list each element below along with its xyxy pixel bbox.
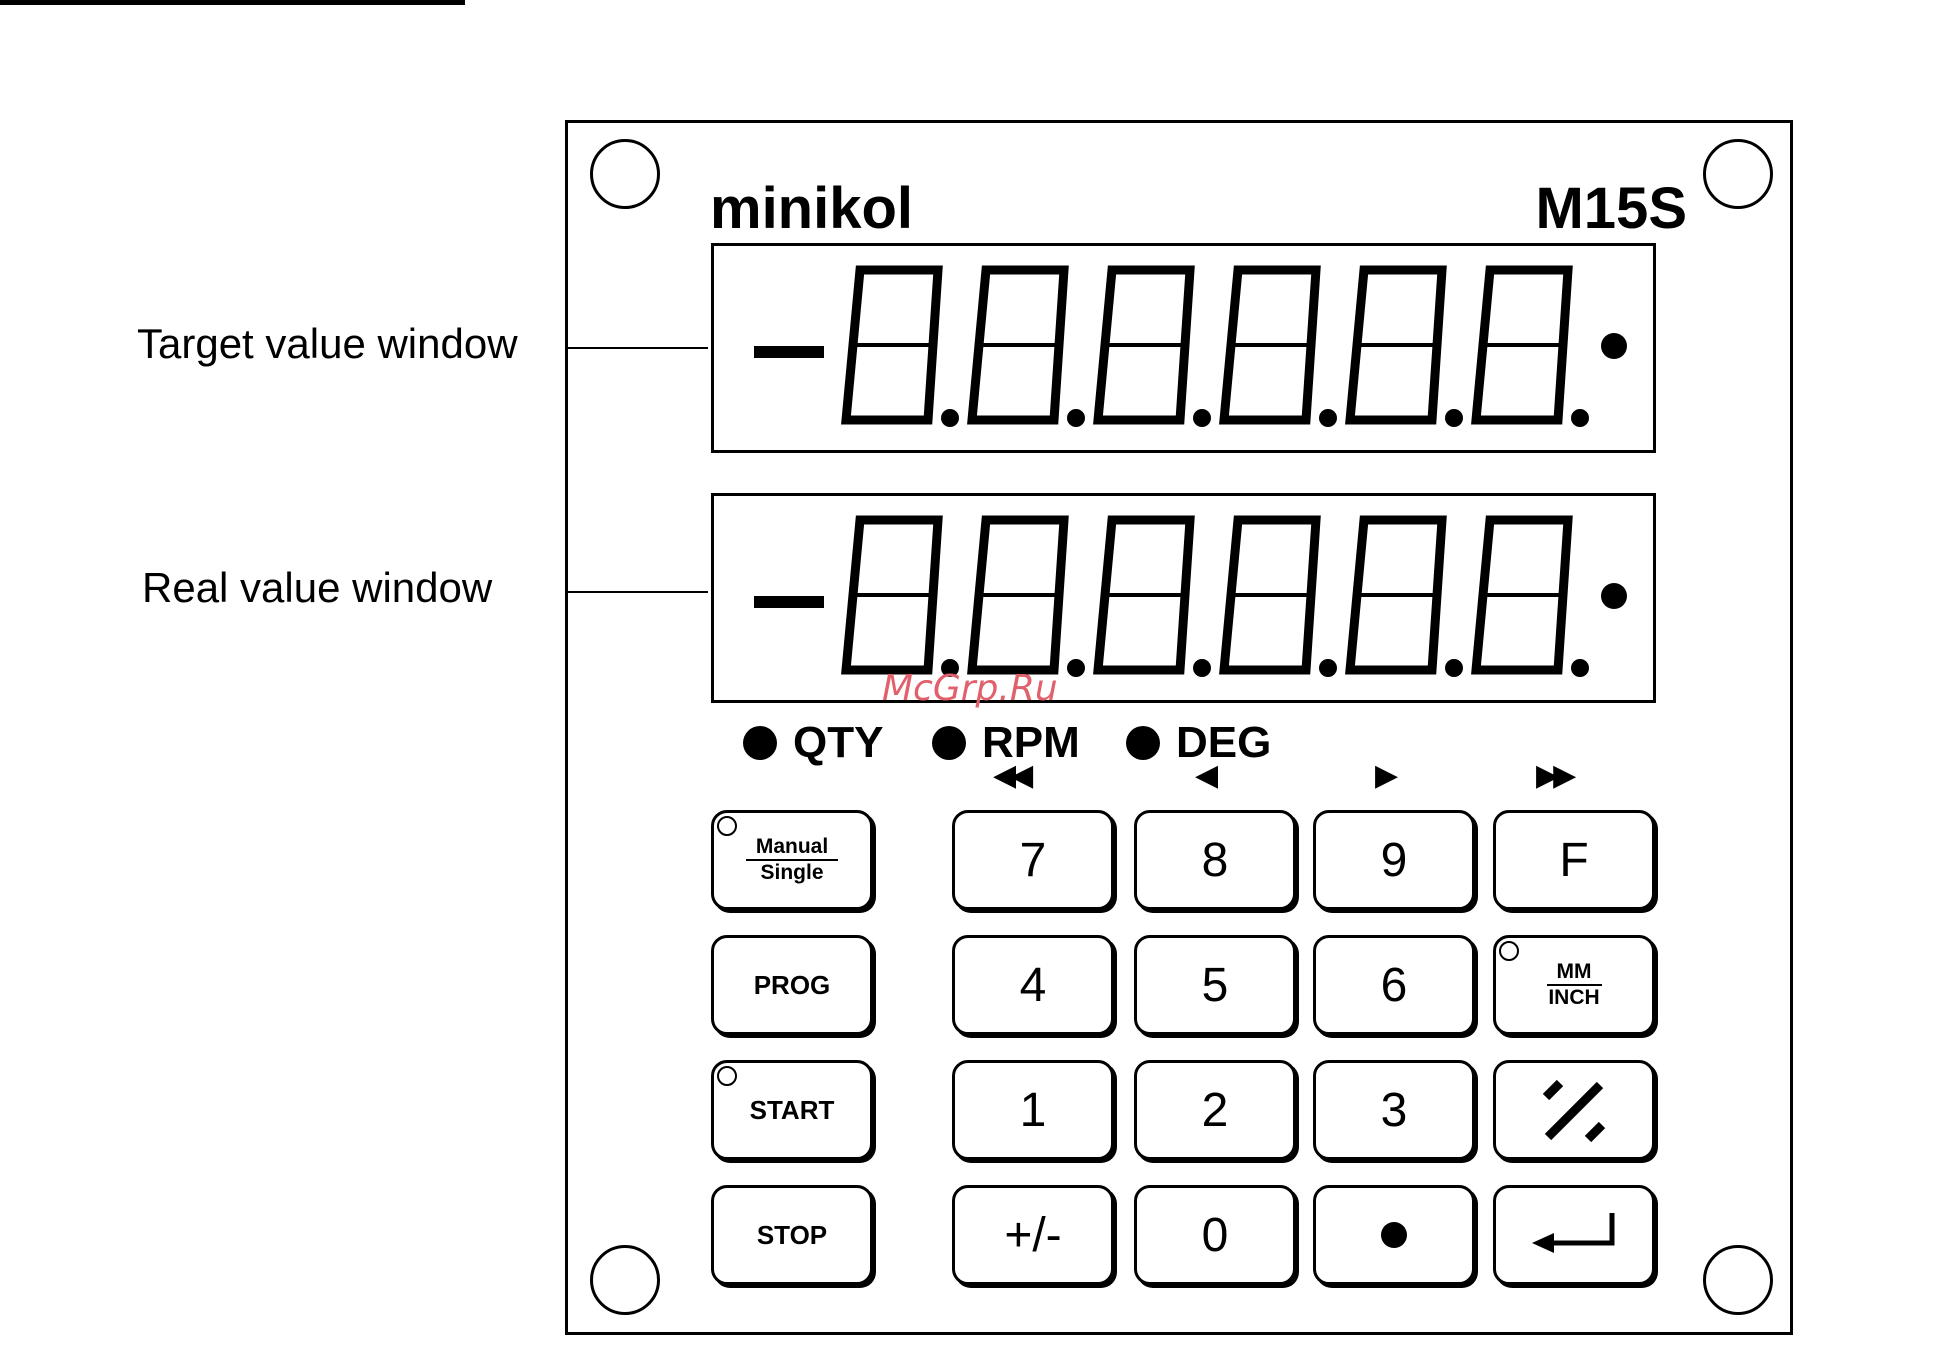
dot-icon (1381, 1222, 1407, 1248)
target-decimal-point-2 (1067, 409, 1085, 427)
decimal-point-key[interactable] (1313, 1185, 1475, 1285)
enter-key[interactable] (1493, 1185, 1655, 1285)
manual-single-key[interactable]: Manual Single (711, 810, 873, 910)
mount-hole-bottom-right (1703, 1245, 1773, 1315)
start-led-icon (717, 1066, 737, 1086)
real-decimal-point-3 (1193, 659, 1211, 677)
rpm-led-icon (932, 726, 966, 760)
real-decimal-point-5 (1445, 659, 1463, 677)
key-f-label: F (1559, 833, 1588, 888)
mount-hole-top-left (590, 139, 660, 209)
percent-key[interactable] (1493, 1060, 1655, 1160)
target-decimal-point-6 (1571, 409, 1589, 427)
target-decimal-point-3 (1193, 409, 1211, 427)
manual-label: Manual (746, 835, 838, 861)
key-3[interactable]: 3 (1313, 1060, 1475, 1160)
target-decimal-point-1 (941, 409, 959, 427)
key-f[interactable]: F (1493, 810, 1655, 910)
mount-hole-bottom-left (590, 1245, 660, 1315)
single-label: Single (760, 861, 823, 885)
stop-key[interactable]: STOP (711, 1185, 873, 1285)
stop-label: STOP (757, 1220, 827, 1251)
mm-inch-key[interactable]: MM INCH (1493, 935, 1655, 1035)
key-2-label: 2 (1202, 1083, 1229, 1138)
model-name: M15S (1535, 175, 1687, 242)
key-9-label: 9 (1381, 833, 1408, 888)
qty-indicator: QTY (743, 713, 883, 773)
real-status-dot (1601, 583, 1627, 609)
key-4[interactable]: 4 (952, 935, 1114, 1035)
real-window-callout: Real value window (142, 564, 492, 612)
target-window-callout: Target value window (137, 320, 518, 368)
key-0-label: 0 (1202, 1208, 1229, 1263)
key-5[interactable]: 5 (1134, 935, 1296, 1035)
left-arrow-icon: ◀ (1195, 758, 1212, 793)
real-decimal-point-6 (1571, 659, 1589, 677)
qty-label: QTY (793, 718, 883, 768)
real-seven-segment-display (714, 496, 1653, 700)
target-status-dot (1601, 333, 1627, 359)
key-1-label: 1 (1020, 1083, 1047, 1138)
key-8-label: 8 (1202, 833, 1229, 888)
deg-led-icon (1126, 726, 1160, 760)
target-value-window (711, 243, 1656, 453)
key-4-label: 4 (1020, 958, 1047, 1013)
key-3-label: 3 (1381, 1083, 1408, 1138)
control-panel: minikol M15S QTY RPM DEG ◀◀ ◀ ▶ ▶▶ Manua… (565, 120, 1793, 1335)
deg-label: DEG (1176, 718, 1271, 768)
prog-key[interactable]: PROG (711, 935, 873, 1035)
mm-inch-led-icon (1499, 941, 1519, 961)
percent-icon (1534, 1075, 1614, 1145)
manual-led-icon (717, 816, 737, 836)
enter-arrow-icon (1524, 1205, 1624, 1265)
mm-label: MM (1547, 960, 1602, 986)
start-label: START (750, 1095, 835, 1126)
plus-minus-label: +/- (1004, 1208, 1061, 1263)
key-9[interactable]: 9 (1313, 810, 1475, 910)
key-8[interactable]: 8 (1134, 810, 1296, 910)
key-7-label: 7 (1020, 833, 1047, 888)
right-arrow-icon: ▶ (1375, 758, 1392, 793)
start-key[interactable]: START (711, 1060, 873, 1160)
plus-minus-key[interactable]: +/- (952, 1185, 1114, 1285)
key-7[interactable]: 7 (952, 810, 1114, 910)
target-seven-segment-display (714, 246, 1653, 450)
mount-hole-top-right (1703, 139, 1773, 209)
inch-label: INCH (1548, 986, 1599, 1010)
watermark: McGrp.Ru (882, 668, 1058, 709)
target-decimal-point-5 (1445, 409, 1463, 427)
qty-led-icon (743, 726, 777, 760)
real-minus-segment (754, 596, 824, 608)
key-6-label: 6 (1381, 958, 1408, 1013)
fast-left-arrow-icon: ◀◀ (993, 758, 1027, 793)
fast-right-arrow-icon: ▶▶ (1536, 758, 1570, 793)
prog-label: PROG (754, 970, 831, 1001)
target-minus-segment (754, 346, 824, 358)
real-decimal-point-4 (1319, 659, 1337, 677)
top-rule (0, 0, 465, 5)
key-5-label: 5 (1202, 958, 1229, 1013)
real-decimal-point-2 (1067, 659, 1085, 677)
target-decimal-point-4 (1319, 409, 1337, 427)
key-6[interactable]: 6 (1313, 935, 1475, 1035)
key-1[interactable]: 1 (952, 1060, 1114, 1160)
key-2[interactable]: 2 (1134, 1060, 1296, 1160)
brand-name: minikol (710, 175, 913, 242)
key-0[interactable]: 0 (1134, 1185, 1296, 1285)
real-value-window (711, 493, 1656, 703)
